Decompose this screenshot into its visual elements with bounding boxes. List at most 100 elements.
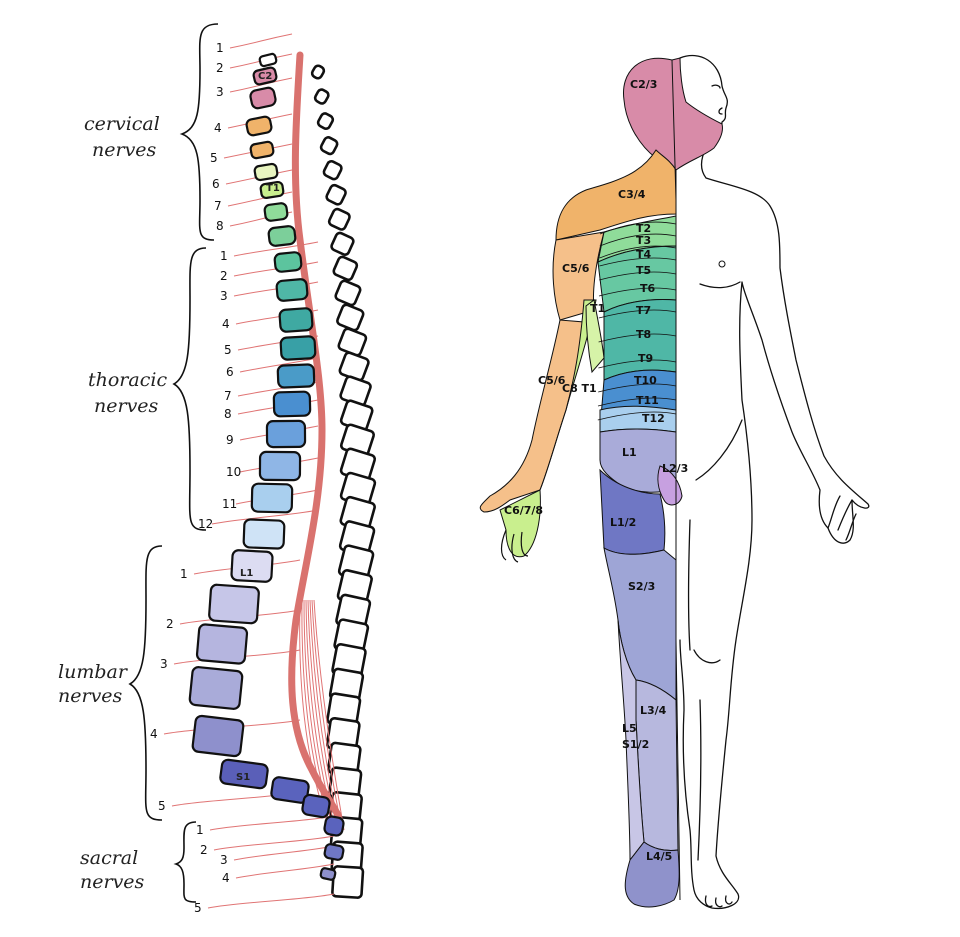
dermatome-label-c2_3: C2/3 xyxy=(630,78,657,91)
vertebra xyxy=(245,115,273,137)
vertebra xyxy=(250,482,294,514)
vertebra xyxy=(249,140,275,160)
sacral-brace xyxy=(173,821,197,903)
nerve-number: 2 xyxy=(220,269,228,283)
vertebra xyxy=(230,549,274,583)
vertebra xyxy=(272,390,312,418)
nerve-number: 6 xyxy=(226,365,234,379)
nerve-line xyxy=(213,835,335,851)
dermatome-label-t12: T12 xyxy=(642,412,665,425)
nerve-number: 5 xyxy=(158,799,166,813)
dermatome-label-t2: T2 xyxy=(636,222,651,235)
nerve-line xyxy=(209,815,335,831)
dermatome-label-t4: T4 xyxy=(636,248,652,261)
spinous-process xyxy=(336,303,365,332)
cervical-label-line1: cervical xyxy=(84,113,160,135)
nerve-number: 4 xyxy=(214,121,222,135)
vertebra xyxy=(195,623,249,665)
dermatome-label-c6_7_8: C6/7/8 xyxy=(504,504,543,517)
nerve-number: 4 xyxy=(150,727,158,741)
vertebra xyxy=(323,843,345,861)
thoracic-band-line xyxy=(599,221,677,235)
thoracic-band-line xyxy=(598,309,677,319)
vertebra xyxy=(263,202,289,222)
nerve-number: 3 xyxy=(160,657,168,671)
body-right-half-outline xyxy=(679,54,870,910)
spinous-process xyxy=(331,865,365,899)
vertebra xyxy=(273,251,303,273)
nerve-line xyxy=(211,509,319,525)
thoracic-band-line xyxy=(599,271,677,281)
spinous-process xyxy=(319,136,339,156)
nerve-number: 3 xyxy=(220,289,228,303)
eye xyxy=(711,84,721,89)
thoracic-band-line xyxy=(599,245,677,259)
dermatome-label-l4_5: L4/5 xyxy=(646,850,672,863)
vertebra-label-l1: L1 xyxy=(240,568,253,579)
nerve-number: 2 xyxy=(216,61,224,75)
region-arm-t1-strip xyxy=(585,299,605,374)
thoracic-band-line xyxy=(598,287,677,297)
vertebra xyxy=(279,335,317,361)
chest-line xyxy=(699,281,741,289)
dermatome-label-l1_2: L1/2 xyxy=(610,516,636,529)
nerve-number: 9 xyxy=(226,433,234,447)
vertebra xyxy=(252,66,278,86)
lumbar-label-line2: nerves xyxy=(58,685,123,707)
nerve-line xyxy=(227,191,293,207)
dermatome-label-t11: T11 xyxy=(636,394,659,407)
dermatome-label-t10: T10 xyxy=(634,374,657,387)
dermatome-label-t7: T7 xyxy=(636,304,651,317)
dermatome-label-t3: T3 xyxy=(636,234,651,247)
spinous-process xyxy=(316,112,335,130)
vertebra xyxy=(278,307,314,333)
nerve-number: 10 xyxy=(226,465,241,479)
region-hip-l1 xyxy=(599,428,677,493)
spinous-process xyxy=(327,207,351,231)
thoracic-band-line xyxy=(597,411,677,421)
vertebra xyxy=(276,363,316,389)
sacral-label-line1: sacral xyxy=(80,847,138,869)
nerve-number: 2 xyxy=(200,843,208,857)
nerve-number: 6 xyxy=(212,177,220,191)
vertebra xyxy=(259,180,285,200)
nerve-number: 11 xyxy=(222,497,237,511)
dermatome-label-t8: T8 xyxy=(636,328,651,341)
dermatome-label-s2_3: S2/3 xyxy=(628,580,655,593)
region-shoulder-c5-6 xyxy=(552,231,605,321)
thoracic-band-line xyxy=(599,233,677,247)
thoracic-band-line xyxy=(597,397,677,407)
region-foot-l4-5 xyxy=(624,841,680,908)
vertebra xyxy=(319,867,337,881)
nerve-number: 8 xyxy=(216,219,224,233)
vertebra xyxy=(258,52,278,68)
dermatome-label-t9: T9 xyxy=(638,352,653,365)
right-groin-line xyxy=(695,419,743,481)
nerve-number: 2 xyxy=(166,617,174,631)
spinous-processes xyxy=(310,64,377,899)
vertebral-bodies xyxy=(188,52,345,881)
dermatome-label-c5_6_shoulder: C5/6 xyxy=(562,262,590,275)
spinous-process xyxy=(330,231,355,256)
vertebra xyxy=(301,793,331,819)
dermatome-label-s1_2: S1/2 xyxy=(622,738,649,751)
dermatome-label-c8_t1: C8 T1 xyxy=(562,382,597,395)
nerve-number: 1 xyxy=(196,823,204,837)
vertebra xyxy=(219,758,269,790)
spinous-process xyxy=(313,88,330,105)
dermatome-label-t5: T5 xyxy=(636,264,651,277)
spine-figure: C2 T1 L1 S1 1234567812345678910111212345… xyxy=(58,23,377,915)
thoracic-band-line xyxy=(599,257,677,267)
dermatome-label-l3_4: L3/4 xyxy=(640,704,667,717)
thoracic-band-line xyxy=(598,383,677,393)
vertebra xyxy=(323,815,345,837)
vertebra xyxy=(275,278,309,302)
region-arm-c5-6 xyxy=(479,319,585,513)
spinous-process xyxy=(325,183,347,206)
spinal-cord xyxy=(288,51,342,819)
cauda-equina-fiber xyxy=(313,599,345,831)
nerve-line xyxy=(207,893,335,909)
right-knee-line xyxy=(693,649,721,664)
lumbar-label-line1: lumbar xyxy=(58,661,129,683)
